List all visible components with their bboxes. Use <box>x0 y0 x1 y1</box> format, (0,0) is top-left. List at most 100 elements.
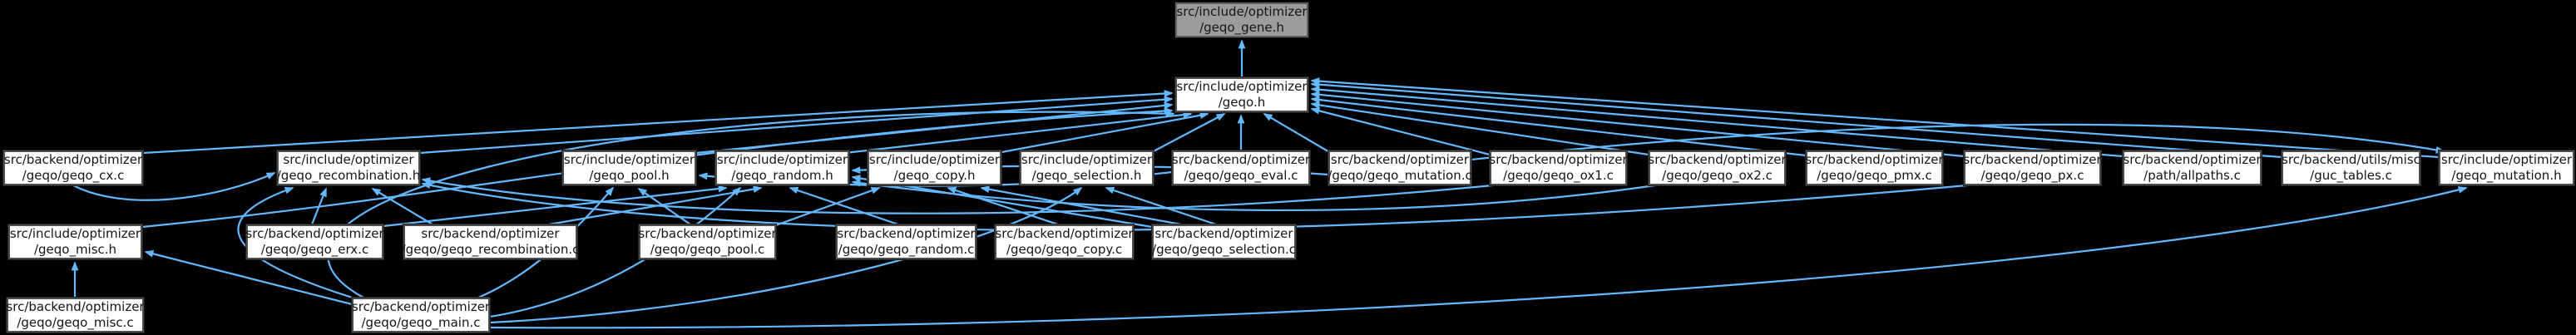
node-label-line1: src/backend/optimizer <box>1330 152 1470 167</box>
node-label-line2: /geqo/geqo_mutation.c <box>1328 168 1472 183</box>
graph-node-pool_c[interactable]: src/backend/optimizer/geqo/geqo_pool.c <box>638 224 777 260</box>
include-edge-ox1_c-to-geqo_h <box>1310 107 1491 156</box>
include-edge-ox1_c-to-recomb_h <box>421 177 1494 214</box>
node-label-line2: /geqo/geqo_selection.c <box>1152 242 1296 257</box>
graph-node-ox2_c[interactable]: src/backend/optimizer/geqo/geqo_ox2.c <box>1648 150 1787 186</box>
node-label-line2: /geqo_copy.h <box>893 168 976 183</box>
node-label-line1: src/backend/optimizer <box>1171 152 1311 167</box>
node-label-line1: src/backend/optimizer <box>2123 152 2262 167</box>
graph-node-copy_c[interactable]: src/backend/optimizer/geqo/geqo_copy.c <box>994 224 1135 260</box>
node-label-line2: /geqo_selection.h <box>1031 168 1142 183</box>
node-label-line2: /geqo/geqo_erx.c <box>260 242 369 257</box>
node-label-line1: src/backend/optimizer <box>638 226 777 241</box>
graph-node-erx_c[interactable]: src/backend/optimizer/geqo/geqo_erx.c <box>245 224 384 260</box>
node-label-line1: src/backend/optimizer <box>3 152 143 167</box>
node-label-line2: /geqo_recombination.h <box>276 168 421 183</box>
node-label-line1: src/include/optimizer <box>9 226 141 241</box>
include-edge-main_c-to-geqo_h <box>327 110 1175 298</box>
node-label-line1: src/backend/optimizer <box>1155 226 1293 241</box>
node-label-line1: src/include/optimizer <box>716 152 848 167</box>
node-label-line1: src/include/optimizer <box>563 152 695 167</box>
graph-node-sel_c[interactable]: src/backend/optimizer/geqo/geqo_selectio… <box>1151 224 1297 260</box>
node-label-line2: /path/allpaths.c <box>2143 168 2241 183</box>
node-label-line1: src/include/optimizer <box>283 152 414 167</box>
node-label-line2: /geqo/geqo_ox1.c <box>1503 168 1614 183</box>
node-label-line1: src/backend/optimizer <box>1648 152 1787 167</box>
include-edge-copy_h-to-geqo_h <box>996 111 1209 155</box>
graph-node-recomb_h[interactable]: src/include/optimizer/geqo_recombination… <box>276 150 421 186</box>
include-edge-main_c-to-random_h <box>489 186 742 318</box>
include-edge-recomb_c-to-random_h <box>548 185 763 226</box>
node-label-line2: /geqo_mutation.h <box>2451 168 2562 183</box>
node-label-line1: src/backend/optimizer <box>995 226 1134 241</box>
include-edge-ox2_c-to-geqo_h <box>1310 101 1649 156</box>
node-label-line2: /geqo.h <box>1218 95 1266 110</box>
include-edge-main_c-to-misc_h <box>144 250 353 306</box>
graph-node-recomb_c[interactable]: src/backend/optimizer/geqo/geqo_recombin… <box>401 224 580 260</box>
node-label-line1: src/include/optimizer <box>1176 4 1308 19</box>
node-label-line1: src/backend/optimizer <box>421 226 560 241</box>
node-label-line1: src/include/optimizer <box>868 152 1001 167</box>
graph-node-eval_c[interactable]: src/backend/optimizer/geqo/geqo_eval.c <box>1171 150 1311 186</box>
graph-node-gene_h: src/include/optimizer/geqo_gene.h <box>1174 2 1309 38</box>
graph-node-pmx_c[interactable]: src/backend/optimizer/geqo/geqo_pmx.c <box>1805 150 1944 186</box>
graph-node-pool_h[interactable]: src/include/optimizer/geqo_pool.h <box>561 150 697 186</box>
node-label-line2: /geqo/geqo_copy.c <box>1006 242 1123 257</box>
include-edge-sel_c-to-random_h <box>851 175 1153 229</box>
include-edge-copy_c-to-copy_h <box>947 186 1059 226</box>
node-label-line1: src/backend/optimizer <box>245 226 384 241</box>
include-edge-cx_c-to-geqo_h <box>142 90 1174 155</box>
node-label-line2: /geqo_random.h <box>731 168 833 183</box>
graph-node-misc_h[interactable]: src/include/optimizer/geqo_misc.h <box>7 224 143 260</box>
include-edge-guc_c-to-geqo_h <box>1310 81 2282 159</box>
node-label-line1: src/include/optimizer <box>1176 79 1308 94</box>
node-label-line2: /geqo/geqo_main.c <box>361 315 481 330</box>
node-label-line2: /geqo/geqo_recombination.c <box>401 242 580 257</box>
node-label-line1: src/backend/optimizer <box>1489 152 1628 167</box>
graph-node-mut_c[interactable]: src/backend/optimizer/geqo/geqo_mutation… <box>1328 150 1472 186</box>
node-label-line2: /geqo/geqo_pool.c <box>650 242 765 257</box>
include-edge-pmx_c-to-geqo_h <box>1310 96 1807 157</box>
node-label-line2: /guc_tables.c <box>2310 168 2392 183</box>
include-edge-sel_c-to-copy_h <box>980 185 1182 226</box>
node-label-line2: /geqo/geqo_cx.c <box>22 168 125 183</box>
include-edge-recomb_h-to-geqo_h <box>419 96 1174 155</box>
include-edge-cx_c-to-recomb_h <box>72 171 276 201</box>
graph-node-allpaths_c[interactable]: src/backend/optimizer/path/allpaths.c <box>2122 150 2262 186</box>
graph-node-sel_h[interactable]: src/include/optimizer/geqo_selection.h <box>1019 150 1155 186</box>
include-edge-px_c-to-geqo_h <box>1310 91 1965 158</box>
include-edge-erx_c-to-random_h <box>383 185 728 228</box>
graph-node-misc_c[interactable]: src/backend/optimizer/geqo/geqo_misc.c <box>6 297 145 333</box>
graph-node-random_c[interactable]: src/backend/optimizer/geqo/geqo_random.c <box>835 224 977 260</box>
node-label-line1: src/backend/optimizer <box>837 226 976 241</box>
include-edge-main_c-to-recomb_h <box>237 186 358 301</box>
graph-node-copy_h[interactable]: src/include/optimizer/geqo_copy.h <box>867 150 1002 186</box>
node-label-line2: /geqo/geqo_misc.c <box>17 315 134 330</box>
include-edge-main_c-to-sel_h <box>489 186 1083 324</box>
node-label-line2: /geqo_misc.h <box>33 242 117 257</box>
include-edge-sel_h-to-geqo_h <box>1150 113 1226 154</box>
graph-node-mut_h[interactable]: src/include/optimizer/geqo_mutation.h <box>2438 150 2575 186</box>
graph-node-guc_c[interactable]: src/backend/utils/misc/guc_tables.c <box>2281 150 2421 186</box>
node-label-line1: src/backend/optimizer <box>1963 152 2102 167</box>
node-label-line1: src/include/optimizer <box>1021 152 1153 167</box>
graph-node-cx_c[interactable]: src/backend/optimizer/geqo/geqo_cx.c <box>2 150 144 186</box>
node-label-line2: /geqo/geqo_pmx.c <box>1817 168 1932 183</box>
include-edge-main_c-to-mut_h <box>489 186 2468 329</box>
include-edge-pool_c-to-pool_h <box>637 188 691 225</box>
include-edge-random_h-to-geqo_h <box>844 111 1193 155</box>
node-label-line2: /geqo/geqo_px.c <box>1980 168 2084 183</box>
node-label-line2: /geqo_gene.h <box>1199 20 1284 35</box>
node-label-line2: /geqo/geqo_random.c <box>838 242 975 257</box>
graph-node-px_c[interactable]: src/backend/optimizer/geqo/geqo_px.c <box>1963 150 2102 186</box>
include-edge-sel_c-to-sel_h <box>1105 186 1217 226</box>
include-edge-mut_c-to-mut_h <box>1471 123 2445 161</box>
graph-node-main_c[interactable]: src/backend/optimizer/geqo/geqo_main.c <box>351 297 491 333</box>
node-label-line1: src/backend/optimizer <box>1805 152 1944 167</box>
graph-node-random_h[interactable]: src/include/optimizer/geqo_random.h <box>714 150 850 186</box>
graph-node-ox1_c[interactable]: src/backend/optimizer/geqo/geqo_ox1.c <box>1489 150 1628 186</box>
node-label-line2: /geqo/geqo_eval.c <box>1184 168 1298 183</box>
graph-node-geqo_h[interactable]: src/include/optimizer/geqo.h <box>1174 76 1309 113</box>
